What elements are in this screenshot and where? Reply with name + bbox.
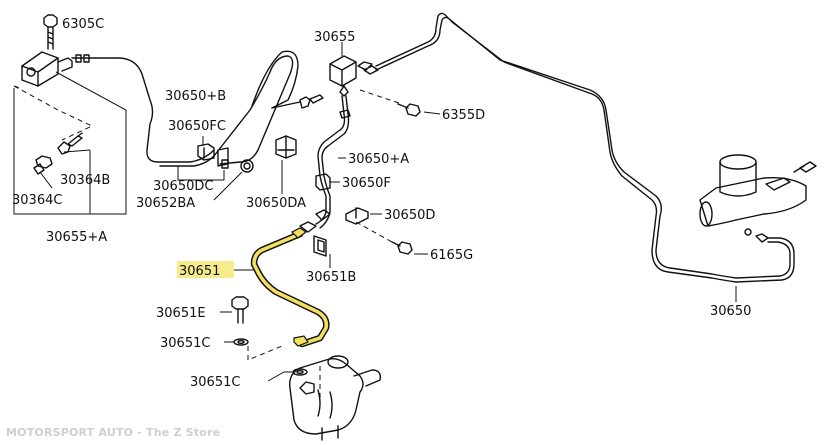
part-30652BA-grommet [240,159,254,173]
part-slave-cylinder-block [289,355,382,441]
label-30655A: 30655+A [46,230,107,245]
dash-leader-left [13,85,94,141]
label-30650F: 30650F [342,176,391,191]
label-30650D: 30650D [384,208,435,223]
part-30655-bracket-center [329,55,357,97]
pipe-30650A [315,95,346,225]
part-30651E-bolt [231,296,249,324]
label-6355D: 6355D [442,108,485,123]
part-30655-bracket-left [21,51,73,87]
part-30651B-clip [313,235,327,257]
part-30650FC-clip [197,143,215,161]
part-30364C-cap [33,155,53,175]
part-30651C-washer-upper [233,338,249,346]
part-30650DA-clip [275,135,297,159]
part-6355D-bolt [397,103,421,117]
label-30651: 30651 [179,264,220,279]
pipe-30650B-upper [71,57,215,163]
label-30650A: 30650+A [348,152,409,167]
part-master-cylinder [699,154,817,236]
label-6305C: 6305C [62,17,104,32]
label-30650FC: 30650FC [168,119,226,134]
label-6165G: 6165G [430,248,473,263]
part-30650D-bracket [345,207,369,225]
part-6305C-bolt [43,14,58,50]
label-30650DA: 30650DA [246,196,306,211]
label-30364B: 30364B [60,173,110,188]
label-30364C: 30364C [12,193,62,208]
label-30651-highlight [177,261,234,278]
label-30652BA: 30652BA [136,196,195,211]
pipe-30650-main [375,12,791,279]
part-30650F-clip [315,173,331,191]
part-30651-clutch-pipe [250,227,330,348]
label-30650DC: 30650DC [153,179,213,194]
footer-watermark: MOTORSPORT AUTO - The Z Store [6,426,221,439]
part-30650DC-clamp [217,147,229,169]
part-6165G-bolt [391,241,413,255]
leader-30655A [13,71,127,215]
pipe-30650B-loop [159,55,294,167]
part-30364B-bleeder [57,132,83,155]
label-30651C-lower: 30651C [190,375,240,390]
label-30655-top: 30655 [314,30,355,45]
label-30650B: 30650+B [165,89,226,104]
part-30651C-washer-lower [292,368,308,376]
label-30651E: 30651E [156,306,206,321]
label-30650: 30650 [710,304,751,319]
label-30651C-upper: 30651C [160,336,210,351]
label-30651B: 30651B [306,270,356,285]
